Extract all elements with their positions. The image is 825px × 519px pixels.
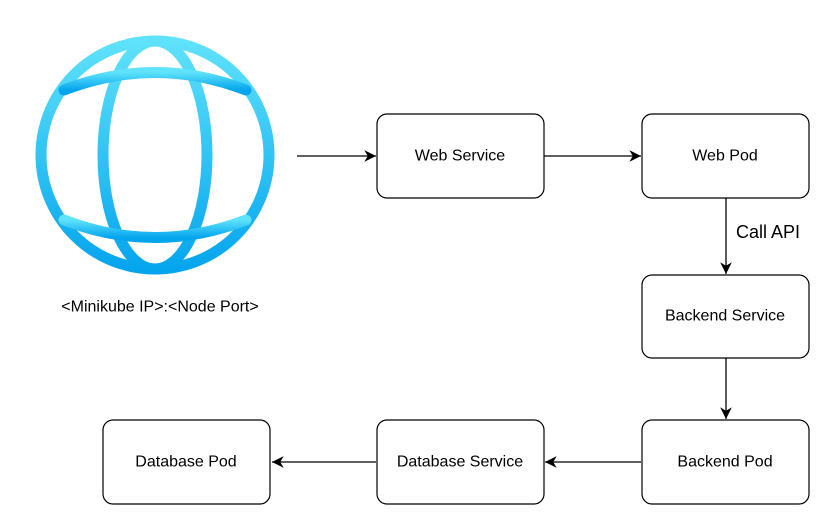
node-database-service[interactable]: Database Service	[376, 419, 545, 505]
node-database-pod-label: Database Pod	[135, 454, 236, 471]
edge-label-call-api: Call API	[736, 222, 800, 242]
node-web-pod-label: Web Pod	[692, 148, 758, 165]
globe-caption: <Minikube IP>:<Node Port>	[61, 299, 258, 316]
node-backend-pod-label: Backend Pod	[677, 454, 772, 471]
node-database-pod[interactable]: Database Pod	[102, 419, 271, 505]
edge-label-background	[733, 220, 805, 244]
node-web-service[interactable]: Web Service	[376, 113, 545, 199]
node-web-service-label: Web Service	[415, 148, 506, 165]
node-backend-service-label: Backend Service	[665, 308, 785, 325]
globe-icon	[35, 35, 275, 275]
node-database-service-label: Database Service	[397, 454, 523, 471]
node-backend-service[interactable]: Backend Service	[641, 274, 810, 359]
node-web-pod[interactable]: Web Pod	[641, 113, 810, 199]
node-backend-pod[interactable]: Backend Pod	[641, 419, 810, 505]
